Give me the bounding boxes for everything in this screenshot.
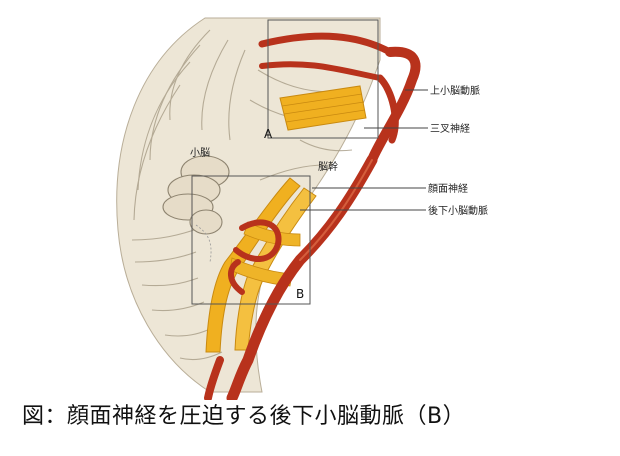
label-flocculus: 小脳 bbox=[190, 147, 210, 159]
label-facial-nerve: 顔面神経 bbox=[428, 182, 468, 195]
anatomy-illustration: A B 上小脳動脈 三叉神経 顔面神経 後下小脳動脈 小脳 脳幹 bbox=[116, 17, 488, 400]
arteries bbox=[204, 32, 421, 400]
box-a-label: A bbox=[264, 127, 273, 141]
callouts bbox=[300, 89, 428, 211]
label-pica: 後下小脳動脈 bbox=[428, 204, 488, 217]
figure-caption: 図：顔面神経を圧迫する後下小脳動脈（B） bbox=[22, 404, 466, 429]
label-trigeminal-nerve: 三叉神経 bbox=[430, 122, 470, 135]
region-box-b bbox=[191, 175, 311, 305]
trigeminal-nerve bbox=[279, 85, 367, 131]
facial-nerve bbox=[205, 177, 317, 353]
label-superior-cerebellar-artery: 上小脳動脈 bbox=[430, 84, 480, 97]
label-brainstem: 脳幹 bbox=[318, 160, 338, 173]
region-box-a bbox=[267, 19, 379, 139]
flocculus bbox=[162, 155, 230, 235]
box-b-label: B bbox=[296, 287, 304, 301]
